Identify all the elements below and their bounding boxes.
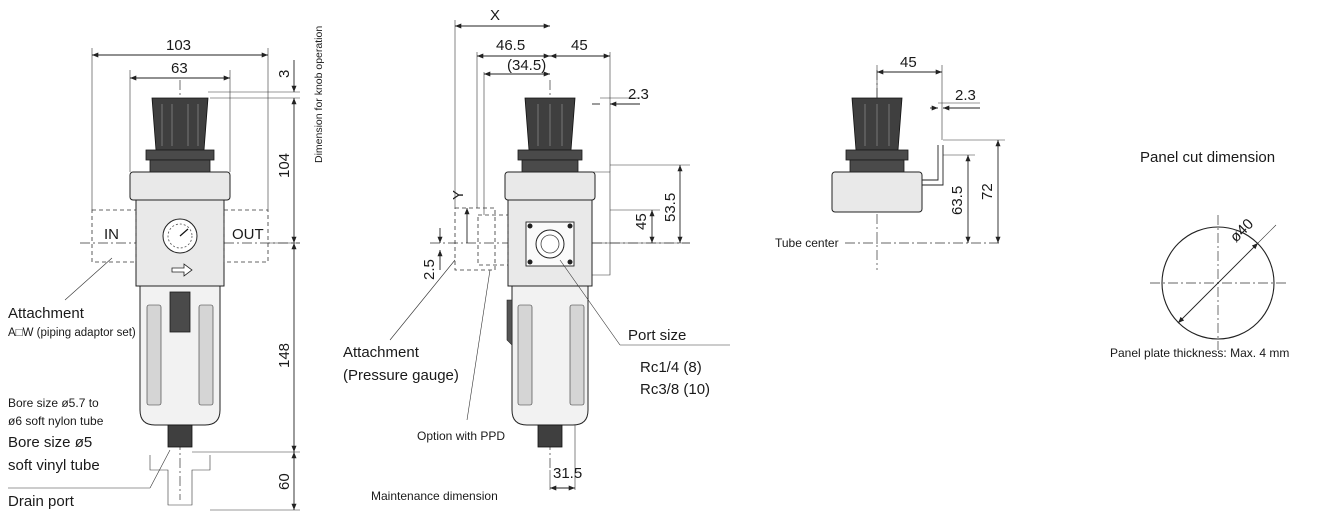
panel-dim-45: 45 — [900, 54, 917, 71]
port-size-2: Rc3/8 (10) — [640, 381, 710, 398]
panel-cut-view: Panel cut dimension ø40 Panel plate thic… — [1110, 149, 1289, 360]
panel-cut-circle — [1161, 226, 1275, 340]
bore-note-2: ø6 soft nylon tube — [8, 414, 104, 428]
side-view: X 46.5 45 (34.5) 2.3 Y 2.5 45 53.5 31.5 … — [343, 7, 730, 503]
port-size-title: Port size — [628, 327, 686, 344]
drain-port-label: Drain port — [8, 493, 75, 510]
panel-cut-diameter: ø40 — [1227, 216, 1257, 246]
dim-upper-height: 104 — [276, 153, 293, 178]
panel-dim-63-5: 63.5 — [949, 186, 966, 215]
out-attachment-outline — [223, 209, 269, 263]
panel-bracket — [922, 145, 939, 181]
attachment-title: Attachment — [8, 305, 85, 322]
side-regulator-knob — [517, 97, 583, 173]
dim-width-total: 103 — [166, 37, 191, 54]
dim-knob-gap: 3 — [276, 70, 293, 78]
regulator-knob — [145, 97, 215, 173]
in-attachment-outline — [91, 209, 137, 263]
dim-x: X — [490, 7, 500, 24]
side-attachment-title: Attachment — [343, 344, 420, 361]
attachment-note: A□W (piping adaptor set) — [8, 327, 136, 339]
dim-31-5: 31.5 — [553, 465, 582, 482]
side-attachment-sub: (Pressure gauge) — [343, 367, 459, 384]
panel-dim-2-3: 2.3 — [955, 87, 976, 104]
pressure-gauge-icon — [162, 218, 198, 254]
bore-note-4: soft vinyl tube — [8, 457, 100, 474]
panel-knob — [845, 97, 909, 173]
out-label: OUT — [232, 226, 264, 243]
dim-34-5: (34.5) — [507, 57, 546, 74]
side-drain-cock — [537, 424, 563, 448]
drain-cock — [167, 424, 193, 448]
dim-45-top: 45 — [571, 37, 588, 54]
dim-width-bonnet: 63 — [171, 60, 188, 77]
dim-45-side: 45 — [633, 213, 650, 230]
in-label: IN — [104, 226, 119, 243]
bowl-window-right — [198, 304, 214, 406]
panel-plate-thickness: Panel plate thickness: Max. 4 mm — [1110, 346, 1289, 360]
option-ppd-label: Option with PPD — [417, 429, 505, 443]
maintenance-label: Maintenance dimension — [371, 489, 498, 503]
dim-knob-note: Dimension for knob operation — [313, 26, 325, 163]
panel-cut-title: Panel cut dimension — [1140, 149, 1275, 166]
bore-note-3: Bore size ø5 — [8, 434, 92, 451]
tube-center-label: Tube center — [775, 236, 839, 250]
drain-fitting-outline — [149, 455, 211, 506]
side-bracket — [592, 171, 611, 276]
bore-note-1: Bore size ø5.7 to — [8, 396, 99, 410]
panel-dim-72: 72 — [979, 183, 996, 200]
ppd-option-icon — [506, 299, 513, 346]
dim-53-5: 53.5 — [662, 193, 679, 222]
dim-lower-height: 148 — [276, 343, 293, 368]
regulator-bonnet — [129, 171, 231, 201]
bowl-window-left — [146, 304, 162, 406]
dim-2-5: 2.5 — [421, 259, 438, 280]
dim-46-5: 46.5 — [496, 37, 525, 54]
front-view: 103 63 3 Dimension for knob operation 10… — [8, 26, 325, 511]
dim-2-3: 2.3 — [628, 86, 649, 103]
side-gauge-outline — [454, 207, 496, 271]
flow-arrow-icon — [171, 263, 193, 277]
side-gauge-inner-outline — [477, 214, 509, 266]
panel-bonnet — [831, 171, 923, 213]
port-size-1: Rc1/4 (8) — [640, 359, 702, 376]
dim-y: Y — [450, 190, 467, 200]
dim-drain-clearance: 60 — [276, 473, 293, 490]
panel-mount-view: 45 2.3 63.5 72 Tube center — [775, 54, 1005, 270]
side-bonnet — [504, 171, 596, 201]
bowl-lock — [169, 291, 191, 333]
